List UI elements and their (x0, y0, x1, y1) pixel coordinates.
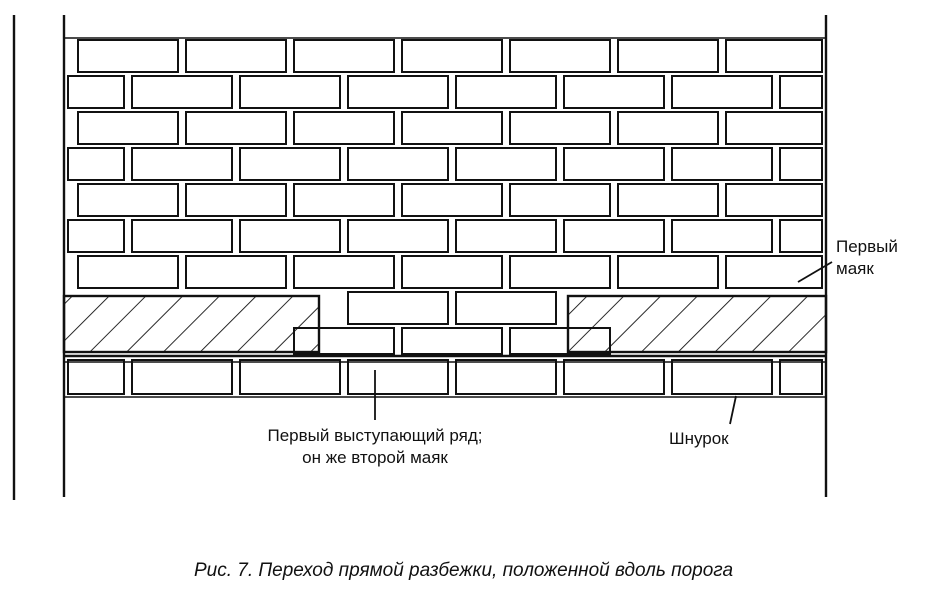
first-beacon-leader (797, 261, 833, 283)
brick (185, 183, 287, 217)
first-row-label-line-2: он же второй маяк (302, 448, 448, 467)
brick (509, 183, 611, 217)
brick (347, 75, 449, 109)
brick (131, 359, 233, 395)
brick (185, 111, 287, 145)
brick (67, 219, 125, 253)
brick (239, 359, 341, 395)
brick (617, 111, 719, 145)
first-beacon-label: Первый маяк (836, 236, 898, 280)
brick (671, 75, 773, 109)
brick (671, 219, 773, 253)
brick (563, 359, 665, 395)
first-beacon-left (62, 294, 321, 354)
brick (77, 183, 179, 217)
brick (779, 219, 823, 253)
brick (293, 183, 395, 217)
brick (347, 291, 449, 325)
brick (401, 183, 503, 217)
brick (67, 359, 125, 395)
figure-caption: Рис. 7. Переход прямой разбежки, положен… (193, 560, 734, 581)
brick (779, 359, 823, 395)
brick (293, 39, 395, 73)
brick (347, 359, 449, 395)
brick (401, 39, 503, 73)
first-row-label-line-1: Первый выступающий ряд; (267, 426, 483, 445)
brick (455, 75, 557, 109)
brick (67, 75, 125, 109)
brick (239, 219, 341, 253)
brick (617, 183, 719, 217)
brick (293, 111, 395, 145)
brick (455, 147, 557, 181)
brick (455, 291, 557, 325)
cord-label: Шнурок (669, 429, 729, 448)
brick (617, 39, 719, 73)
brick (131, 147, 233, 181)
brick (347, 219, 449, 253)
brick (131, 219, 233, 253)
brick (77, 39, 179, 73)
brick (509, 39, 611, 73)
brick (617, 255, 719, 289)
brick (563, 75, 665, 109)
brick (401, 111, 503, 145)
brick (563, 219, 665, 253)
brick (401, 255, 503, 289)
brick (131, 75, 233, 109)
brick (671, 147, 773, 181)
brick (239, 147, 341, 181)
brick (293, 255, 395, 289)
brick (455, 219, 557, 253)
brick (239, 75, 341, 109)
brick (77, 111, 179, 145)
brick (671, 359, 773, 395)
cord-leader (729, 395, 737, 425)
brick (347, 147, 449, 181)
brick (77, 255, 179, 289)
brick (563, 147, 665, 181)
brick (67, 147, 125, 181)
brick (455, 359, 557, 395)
first-beacon-label-line-2: маяк (836, 259, 874, 278)
brick (779, 75, 823, 109)
brick (185, 39, 287, 73)
first-protruding-row-label: Первый выступающий ряд; он же второй мая… (225, 425, 525, 469)
brick (725, 111, 823, 145)
brick (185, 255, 287, 289)
brick (725, 183, 823, 217)
brick (509, 255, 611, 289)
first-beacon-label-line-1: Первый (836, 237, 898, 256)
brick (725, 255, 823, 289)
first-beacon-right (566, 294, 828, 354)
brick (401, 327, 503, 355)
brick (779, 147, 823, 181)
brick (725, 39, 823, 73)
brick (509, 111, 611, 145)
